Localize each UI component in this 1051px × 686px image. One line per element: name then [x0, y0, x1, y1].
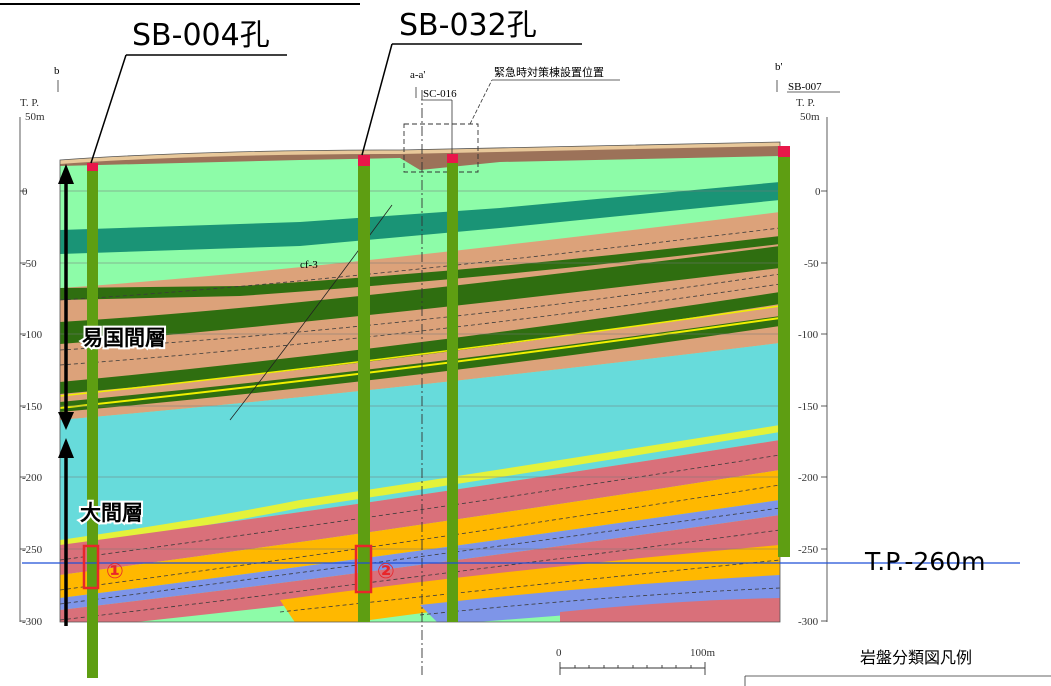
bedding-lines: [60, 227, 780, 621]
section-outline: [59, 141, 781, 623]
left-axis-top: 50m: [25, 111, 45, 123]
marker-box-1: [82, 544, 100, 590]
layer-arrows: [58, 164, 74, 626]
left-tick-300: -300: [22, 616, 43, 628]
left-end-label: b: [54, 65, 60, 77]
stratum-yellow-line-2: [60, 305, 780, 397]
stratum-yellow-line-1: [60, 317, 780, 409]
left-tick-150: -150: [22, 401, 43, 413]
stratum-blue-1: [60, 500, 780, 610]
pipe-cap-sb032: [358, 155, 370, 166]
sb032-callout-leader: [361, 43, 393, 156]
facility-leader: [469, 79, 493, 125]
right-tick-300: -300: [798, 616, 819, 628]
stratum-salmon-2: [60, 515, 780, 622]
stratum-dark-green-3: [60, 292, 780, 394]
facility-box: [403, 123, 479, 173]
left-tick-100: -100: [22, 329, 43, 341]
scale-end: 100m: [690, 647, 716, 659]
stratum-salmon-3: [560, 598, 780, 622]
borehole-sb004: [87, 163, 98, 678]
right-tick-150: -150: [798, 401, 819, 413]
right-tick-0: 0: [815, 186, 821, 198]
scale-bar: [559, 662, 706, 675]
left-tick-200: -200: [22, 472, 43, 484]
right-tick-50: -50: [804, 258, 819, 270]
sb032-callout-label: SB-032孔: [399, 8, 537, 43]
layer-label-upper: 易国間層: [82, 326, 166, 350]
stratum-salmon-1: [60, 440, 780, 575]
borehole-sb007: [778, 146, 790, 557]
pipe-cap-sb007: [778, 146, 790, 157]
stratum-blue-2: [420, 575, 780, 622]
pipe-sc016: [447, 156, 458, 622]
right-axis-unit: T. P.: [796, 97, 815, 109]
scale-zero: 0: [556, 647, 562, 659]
right-end-label: b': [775, 61, 783, 73]
layer-label-lower: 大間層: [80, 501, 143, 525]
left-tick-0: 0: [22, 186, 28, 198]
stratum-orange-2: [280, 545, 780, 622]
sb007-label: SB-007: [788, 81, 822, 93]
left-tick-250: -250: [22, 544, 43, 556]
marker-label-1: ①: [106, 559, 124, 583]
surface-top: [60, 142, 780, 164]
depth-line-label: T.P.-260m: [864, 547, 985, 576]
stratum-dark-green-1: [60, 246, 780, 344]
borehole-sc016: [447, 154, 458, 622]
marker-label-2: ②: [377, 559, 395, 583]
sb004-callout-leader: [90, 54, 127, 164]
right-tick-100: -100: [798, 329, 819, 341]
sb004-callout-label: SB-004孔: [132, 18, 270, 53]
left-tick-50: -50: [22, 258, 37, 270]
left-axis-unit: T. P.: [20, 97, 39, 109]
legend-title: 岩盤分類図凡例: [860, 648, 972, 667]
pipe-sb032: [358, 157, 370, 622]
right-axis: T. P. 50m 0 -50 -100 -150 -200 -250 -300: [796, 97, 828, 628]
stratum-cyan: [60, 343, 780, 545]
pipe-cap-sc016: [447, 154, 458, 163]
left-axis: T. P. 50m 0 -50 -100 -150 -200 -250 -300: [19, 97, 45, 628]
right-axis-top: 50m: [800, 111, 820, 123]
stratum-teal: [60, 182, 780, 254]
pipe-sb007: [778, 149, 790, 557]
pipe-cap-sb004: [87, 163, 98, 171]
grid-lines: [60, 190, 780, 550]
pipe-sb004: [87, 165, 98, 678]
cut-line-label: a-a': [410, 69, 425, 81]
fault-label: cf-3: [300, 259, 318, 271]
stratum-dark-green-2: [60, 236, 780, 300]
stratum-orange-1: [60, 470, 780, 598]
right-tick-200: -200: [798, 472, 819, 484]
marker-box-2: [354, 544, 373, 594]
right-tick-250: -250: [798, 544, 819, 556]
stratum-yellow-band: [60, 425, 780, 548]
strata: [60, 142, 780, 622]
borehole-sb032: [358, 155, 370, 622]
sc016-label: SC-016: [423, 88, 457, 100]
facility-label: 緊急時対策棟設置位置: [494, 65, 604, 79]
